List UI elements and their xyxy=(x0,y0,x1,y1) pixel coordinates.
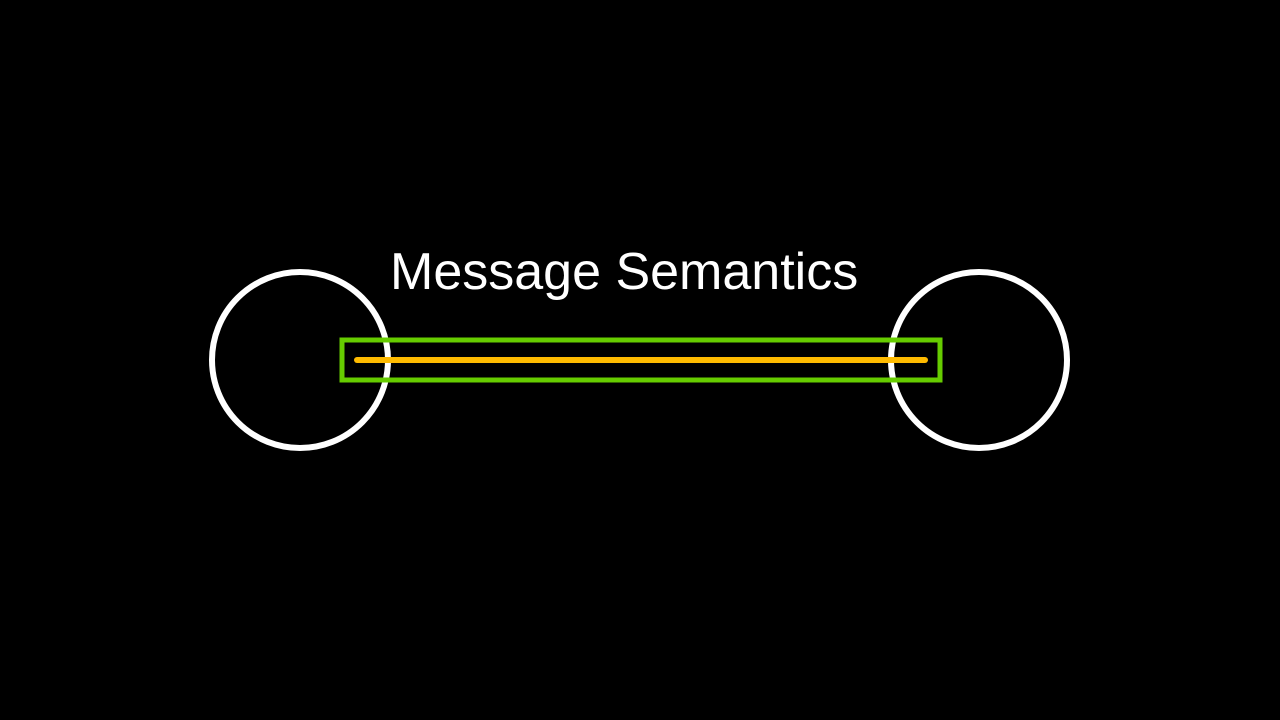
slide-title: Message Semantics xyxy=(390,243,859,301)
channel-box xyxy=(339,337,943,383)
